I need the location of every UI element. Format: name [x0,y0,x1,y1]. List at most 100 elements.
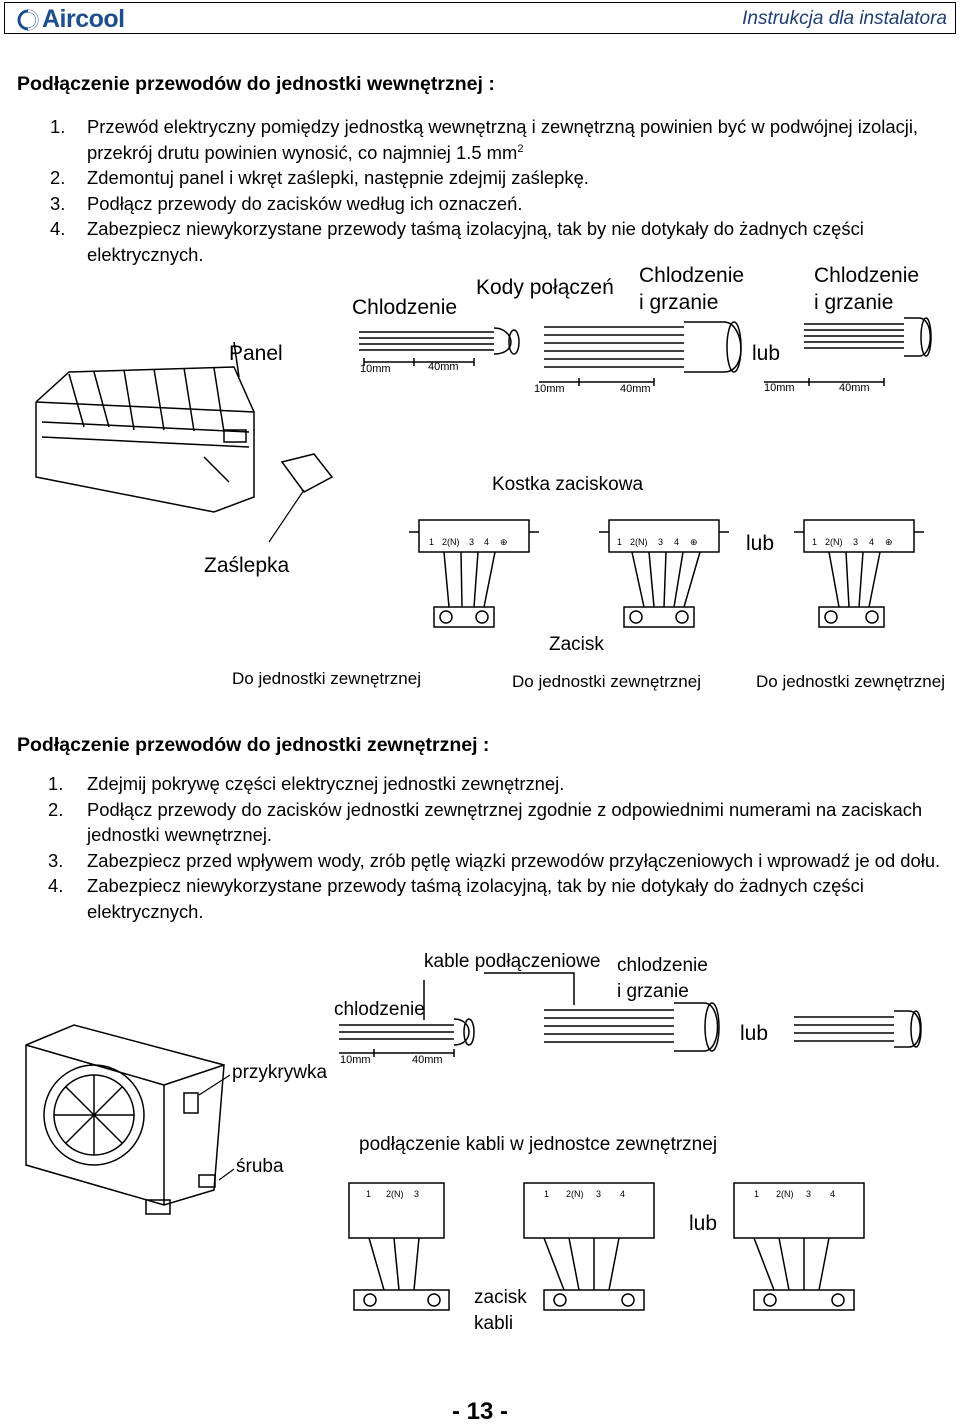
label-kable: kable podłączeniowe [424,951,600,972]
indoor-unit-drawing [35,341,334,513]
svg-text:1: 1 [812,537,817,547]
label-do-jednostki: Do jednostki zewnętrznej [512,672,701,691]
svg-text:1: 1 [366,1189,371,1199]
label-chg1b: i grzanie [639,291,718,314]
outdoor-section-title: Podłączenie przewodów do jednostki zewnę… [17,734,490,756]
outdoor-step: 2. Podłącz przewody do zacisków jednostk… [20,797,950,848]
outdoor-cable-diagram-3 [794,1010,922,1048]
svg-text:2(N): 2(N) [825,537,843,547]
label-sruba: śruba [236,1156,284,1177]
label-zacisk: zacisk [474,1287,527,1308]
label-podlaczenie: podłączenie kabli w jednostce zewnętrzne… [359,1134,717,1155]
label-chlodzenie: chlodzenie [334,999,425,1020]
dim-40mm: 40mm [620,383,651,395]
cable-diagram-1 [359,327,520,366]
label-przykrywka: przykrywka [232,1062,327,1083]
dim-10mm: 10mm [340,1054,371,1066]
indoor-wiring-figure: Chlodzenie 10mm 40mm Kody połączeń Chlod… [35,264,944,691]
outdoor-step: 4. Zabezpiecz niewykorzystane przewody t… [20,873,950,924]
brand-logo-icon [17,9,39,30]
svg-text:2(N): 2(N) [630,537,648,547]
terminal-block-b [599,519,729,628]
svg-text:2(N): 2(N) [386,1189,404,1199]
label-do-jednostki: Do jednostki zewnętrznej [232,669,421,688]
step-number: 1. [48,773,64,794]
step-text: Zabezpiecz przed wpływem wody, zrób pętl… [87,849,941,871]
step-text: Podłącz przewody do zacisków według ich … [87,192,523,214]
outdoor-terminal-labels-c: 1 2(N) 3 4 [754,1189,835,1199]
svg-text:3: 3 [853,537,858,547]
label-kody: Kody połączeń [476,276,614,299]
indoor-step: 2. Zdemontuj panel i wkręt zaślepki, nas… [20,165,950,191]
indoor-step: 4. Zabezpiecz niewykorzystane przewody t… [20,216,950,267]
label-panel: Panel [229,342,283,365]
step-number: 1. [50,116,66,137]
cable-diagram-3 [764,317,932,386]
step-number: 3. [48,849,64,871]
step-text: Przewód elektryczny pomiędzy jednostką w… [87,116,919,163]
svg-text:1: 1 [617,537,622,547]
outdoor-terminal-block-c [733,1182,865,1311]
superscript: 2 [517,142,524,155]
indoor-step: 1. Przewód elektryczny pomiędzy jednostk… [20,114,950,165]
dim-40mm: 40mm [839,382,870,394]
svg-text:3: 3 [806,1189,811,1199]
label-chg-b: i grzanie [617,981,689,1002]
outdoor-cable-diagram-1 [339,972,575,1057]
step-text: Zdemontuj panel i wkręt zaślepki, następ… [87,167,589,188]
step-number: 2. [50,167,66,188]
svg-text:3: 3 [414,1189,419,1199]
svg-text:4: 4 [620,1189,625,1199]
svg-text:4: 4 [830,1189,835,1199]
outdoor-terminal-labels-a: 1 2(N) 3 [366,1189,419,1199]
svg-text:3: 3 [596,1189,601,1199]
indoor-step: 3. Podłącz przewody do zacisków według i… [20,191,950,217]
step-number: 4. [50,218,66,239]
terminal-block-c [794,519,924,628]
indoor-steps: 1. Przewód elektryczny pomiędzy jednostk… [20,114,950,267]
svg-text:1: 1 [429,537,434,547]
step-number: 3. [50,192,66,214]
svg-text:1: 1 [754,1189,759,1199]
page-header: Aircool Instrukcja dla instalatora [4,2,956,34]
dim-10mm: 10mm [360,363,391,375]
label-lub: lub [740,1022,768,1045]
outdoor-terminal-labels-b: 1 2(N) 3 4 [544,1189,625,1199]
brand-logo: Aircool [17,5,125,34]
outdoor-step: 1. Zdejmij pokrywę części elektrycznej j… [20,771,950,797]
step-number: 4. [48,875,64,896]
terminal-labels-a: 1 2(N) 3 4 ⊕ [429,537,508,547]
label-zacisk: Zacisk [549,634,604,655]
label-chg-a: chlodzenie [617,955,708,976]
outdoor-step: 3. Zabezpiecz przed wpływem wody, zrób p… [20,848,950,874]
outdoor-wiring-figure: kable podłączeniowe chlodzenie i grzanie… [25,951,922,1334]
document-title: Instrukcja dla instalatora [742,8,947,29]
svg-text:3: 3 [469,537,474,547]
step-text: Podłącz przewody do zacisków jednostki z… [87,798,923,846]
step-text: Zabezpiecz niewykorzystane przewody taśm… [87,218,864,265]
svg-text:⊕: ⊕ [885,537,893,547]
label-zaslepka: Zaślepka [204,554,290,577]
dim-40mm: 40mm [428,361,459,373]
dim-10mm: 10mm [764,382,795,394]
svg-text:⊕: ⊕ [690,537,698,547]
svg-text:4: 4 [484,537,489,547]
outdoor-terminal-block-b [523,1182,655,1311]
svg-text:2(N): 2(N) [566,1189,584,1199]
outdoor-cable-diagram-2 [544,1002,720,1052]
dim-10mm: 10mm [534,383,565,395]
step-text: Zabezpiecz niewykorzystane przewody taśm… [87,875,864,922]
outdoor-steps: 1. Zdejmij pokrywę części elektrycznej j… [20,771,950,924]
terminal-labels-c: 1 2(N) 3 4 ⊕ [812,537,893,547]
step-text: Zdejmij pokrywę części elektrycznej jedn… [87,773,565,794]
svg-text:2(N): 2(N) [442,537,460,547]
label-chg2b: i grzanie [814,291,893,314]
dim-40mm: 40mm [412,1054,443,1066]
brand-name: Aircool [42,5,125,33]
outdoor-terminal-block-a [348,1182,450,1311]
svg-text:4: 4 [869,537,874,547]
label-lub: lub [746,532,774,555]
label-lub: lub [752,342,780,365]
label-kabli: kabli [474,1313,513,1334]
label-chlodzenie: Chlodzenie [352,296,457,319]
